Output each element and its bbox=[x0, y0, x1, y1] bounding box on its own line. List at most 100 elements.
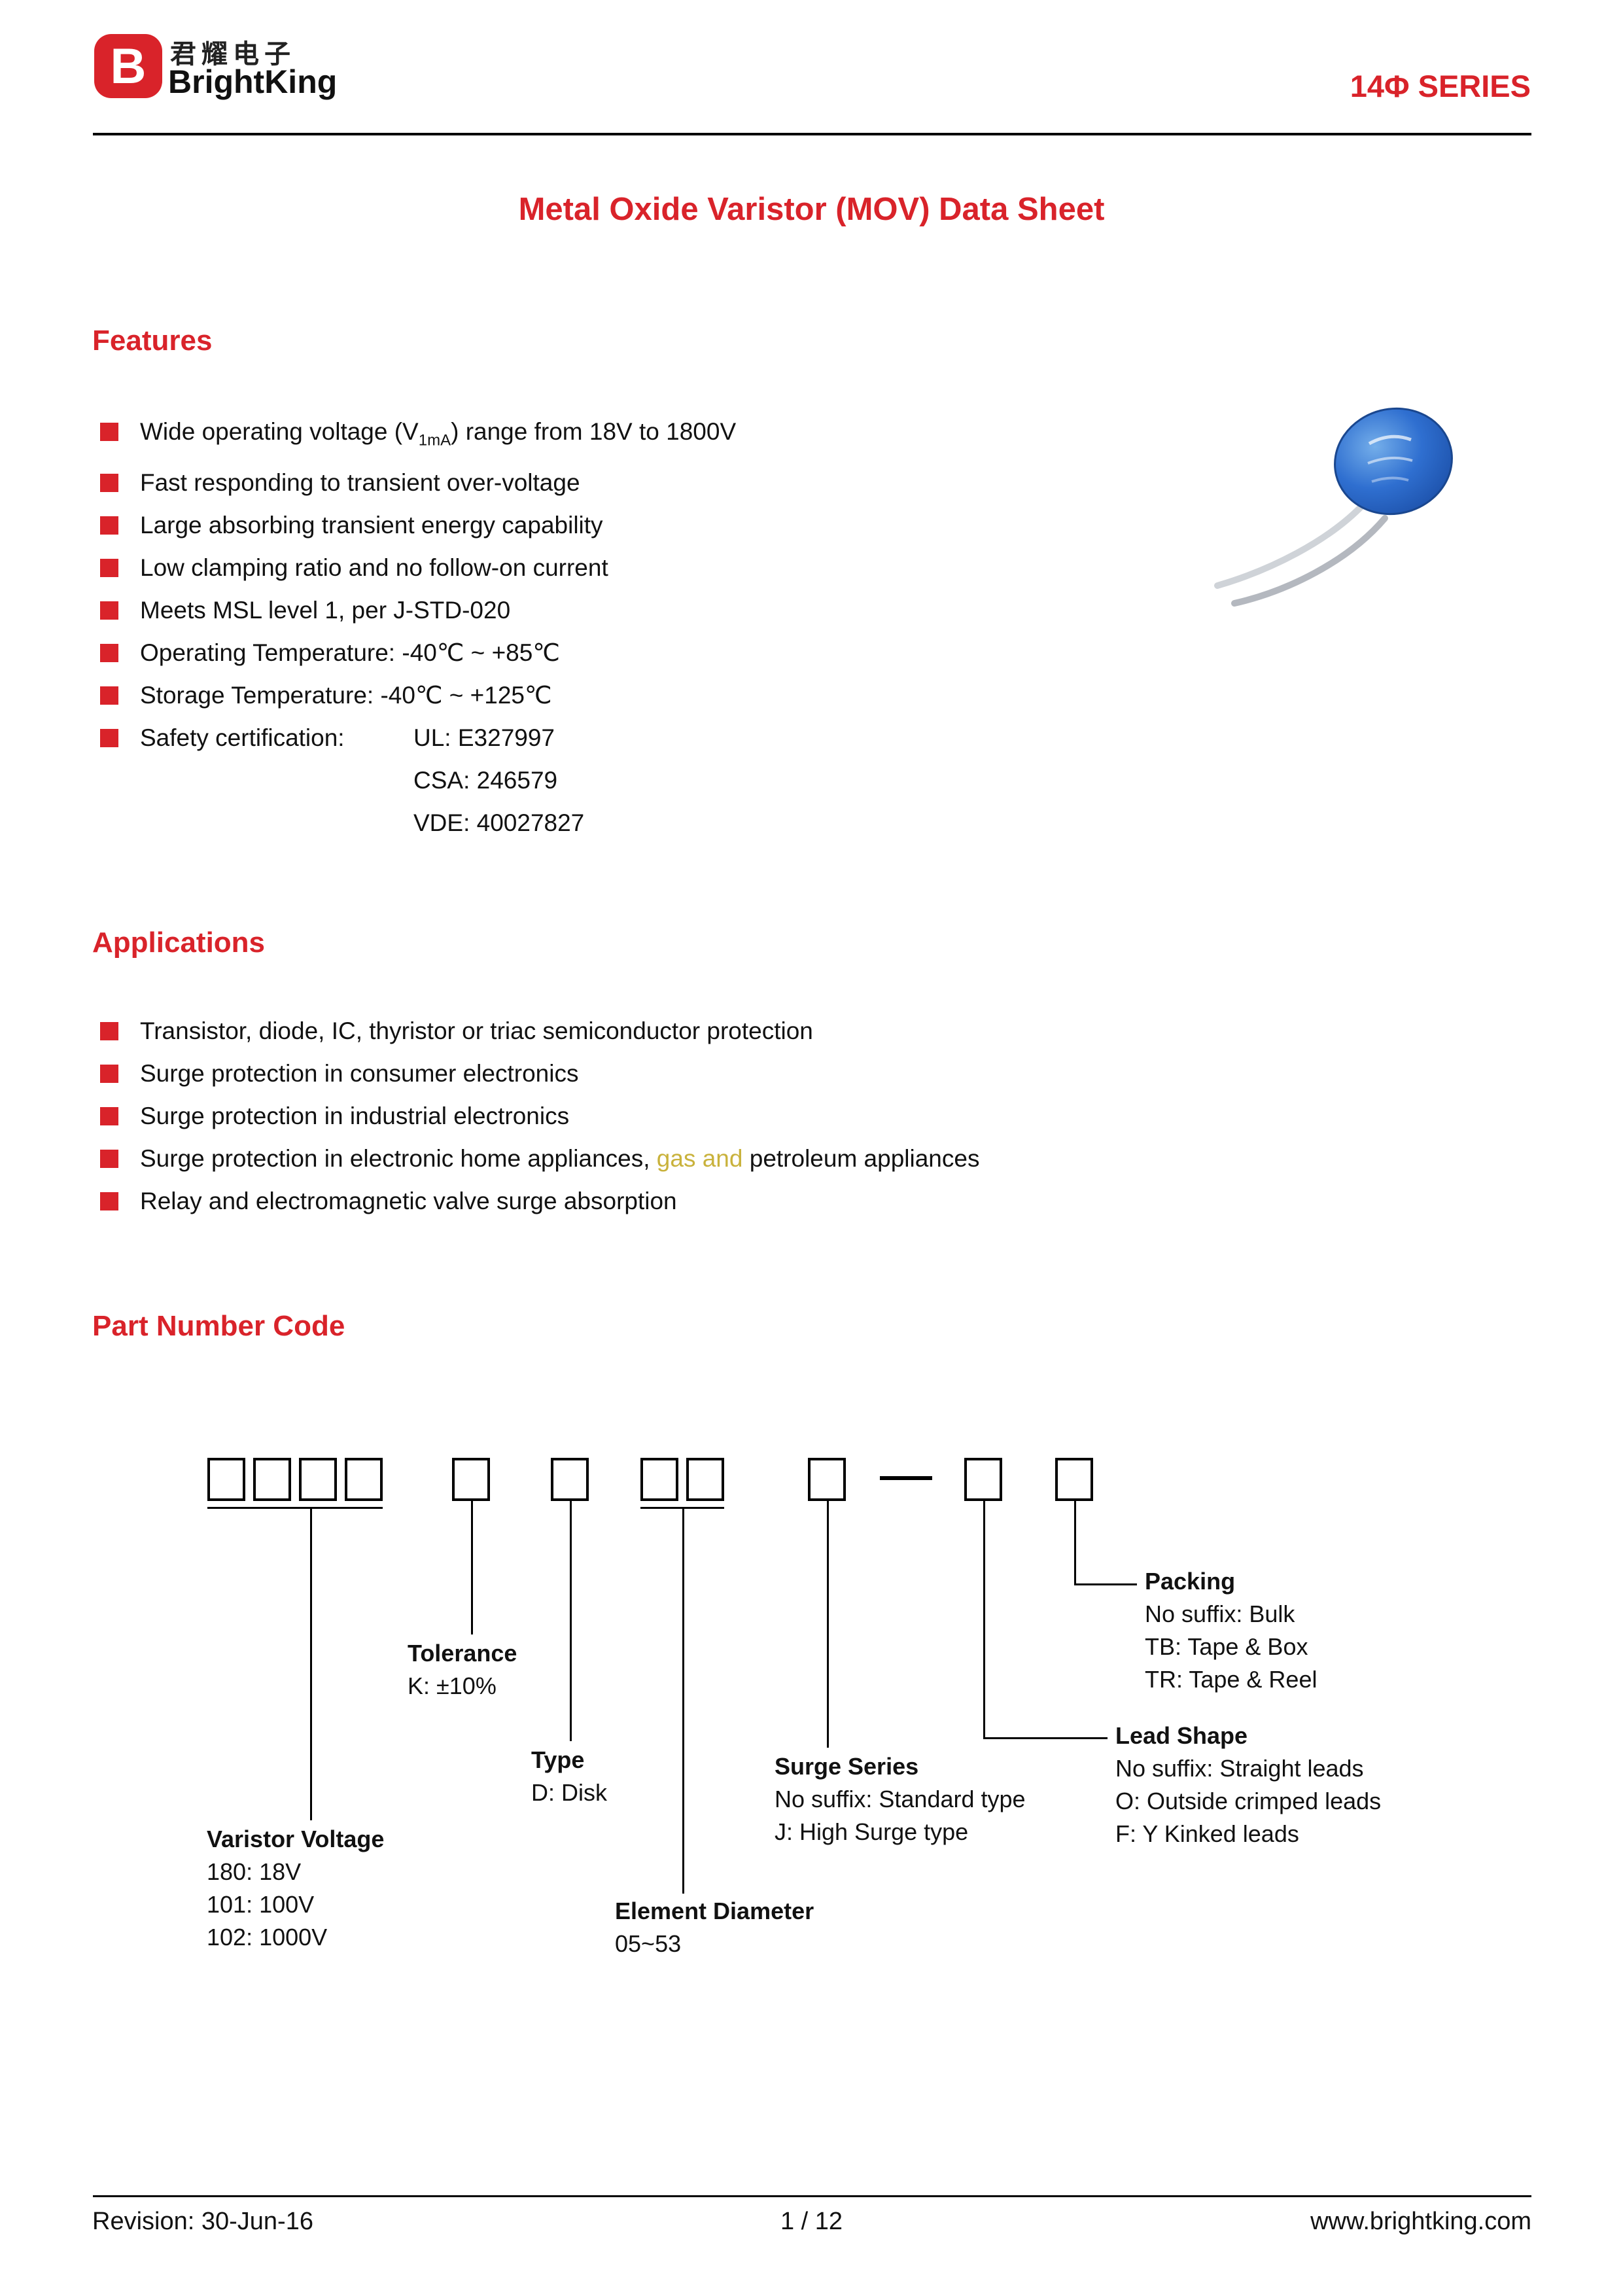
disc-marking bbox=[1367, 456, 1413, 465]
lead-shape-title: Lead Shape bbox=[1115, 1722, 1248, 1749]
lead-shape-option: No suffix: Straight leads bbox=[1115, 1755, 1364, 1782]
feature-text: Meets MSL level 1, per J-STD-020 bbox=[140, 597, 511, 624]
lead-wire bbox=[1214, 501, 1367, 589]
bullet-square-icon bbox=[100, 729, 118, 748]
bullet-square-icon bbox=[100, 1192, 118, 1210]
bullet-square-icon bbox=[100, 423, 118, 441]
application-item: Surge protection in consumer electronics bbox=[100, 1052, 979, 1095]
feature-item: Operating Temperature: -40℃ ~ +85℃ bbox=[100, 631, 736, 674]
safety-cert-list: UL: E327997 CSA: 246579 VDE: 40027827 bbox=[413, 716, 584, 844]
features-list: Wide operating voltage (V1mA) range from… bbox=[100, 410, 736, 844]
connector-line bbox=[207, 1507, 383, 1509]
packing-option: TR: Tape & Reel bbox=[1145, 1666, 1318, 1693]
varistor-voltage-option: 101: 100V bbox=[207, 1891, 315, 1918]
bullet-square-icon bbox=[100, 516, 118, 535]
bullet-square-icon bbox=[100, 474, 118, 493]
feature-text: Wide operating voltage (V1mA) range from… bbox=[140, 418, 737, 450]
surge-series-option: No suffix: Standard type bbox=[775, 1786, 1026, 1812]
lead-shape-option: F: Y Kinked leads bbox=[1115, 1820, 1299, 1847]
series-label: 14Φ SERIES bbox=[1350, 69, 1531, 103]
element-diameter-label: Element Diameter 05~53 bbox=[615, 1895, 814, 1960]
part-number-box bbox=[964, 1458, 1002, 1501]
feature-text: Low clamping ratio and no follow-on curr… bbox=[140, 554, 608, 582]
disc-marking bbox=[1371, 476, 1409, 483]
varistor-voltage-option: 102: 1000V bbox=[207, 1924, 328, 1951]
tolerance-option: K: ±10% bbox=[408, 1672, 497, 1699]
lead-shape-label: Lead Shape No suffix: Straight leads O: … bbox=[1115, 1720, 1381, 1850]
feature-text: Large absorbing transient energy capabil… bbox=[140, 512, 603, 539]
varistor-voltage-label: Varistor Voltage 180: 18V 101: 100V 102:… bbox=[207, 1823, 384, 1954]
part-number-box bbox=[253, 1458, 291, 1501]
logo-brand-text: BrightKing bbox=[168, 63, 338, 100]
applications-heading: Applications bbox=[92, 927, 266, 959]
website-label: www.brightking.com bbox=[1310, 2208, 1531, 2235]
tolerance-label: Tolerance K: ±10% bbox=[408, 1637, 517, 1703]
element-diameter-title: Element Diameter bbox=[615, 1898, 814, 1924]
feature-item: Meets MSL level 1, per J-STD-020 bbox=[100, 589, 736, 631]
feature-text: Fast responding to transient over-voltag… bbox=[140, 469, 580, 497]
connector-line bbox=[1074, 1501, 1076, 1585]
feature-item-safety: Safety certification: UL: E327997 CSA: 2… bbox=[100, 716, 736, 844]
page-number: 1 / 12 bbox=[780, 2208, 843, 2235]
safety-cert: UL: E327997 bbox=[413, 724, 555, 752]
part-number-box bbox=[207, 1458, 245, 1501]
varistor-product-image bbox=[1214, 407, 1453, 607]
part-number-box bbox=[551, 1458, 589, 1501]
applications-list: Transistor, diode, IC, thyristor or tria… bbox=[100, 1010, 979, 1222]
watermark-overlap-text: gas and bbox=[656, 1145, 743, 1172]
part-number-box bbox=[299, 1458, 337, 1501]
type-title: Type bbox=[531, 1746, 585, 1773]
varistor-voltage-option: 180: 18V bbox=[207, 1858, 302, 1885]
part-number-box bbox=[1055, 1458, 1093, 1501]
packing-title: Packing bbox=[1145, 1568, 1236, 1595]
application-text: Relay and electromagnetic valve surge ab… bbox=[140, 1188, 677, 1214]
feature-text: Storage Temperature: -40℃ ~ +125℃ bbox=[140, 682, 552, 709]
application-text: Transistor, diode, IC, thyristor or tria… bbox=[140, 1017, 813, 1044]
bullet-square-icon bbox=[100, 644, 118, 663]
type-label: Type D: Disk bbox=[531, 1744, 607, 1809]
part-number-box bbox=[345, 1458, 383, 1501]
part-number-dash bbox=[880, 1476, 932, 1480]
surge-series-label: Surge Series No suffix: Standard type J:… bbox=[775, 1750, 1026, 1848]
feature-item: Fast responding to transient over-voltag… bbox=[100, 461, 736, 504]
bullet-square-icon bbox=[100, 1065, 118, 1083]
bullet-square-icon bbox=[100, 1150, 118, 1168]
surge-series-title: Surge Series bbox=[775, 1753, 919, 1780]
application-item: Surge protection in industrial electroni… bbox=[100, 1095, 979, 1137]
varistor-disc bbox=[1334, 407, 1453, 516]
tolerance-title: Tolerance bbox=[408, 1640, 517, 1667]
safety-certification-label: Safety certification: bbox=[140, 724, 345, 752]
application-item: Transistor, diode, IC, thyristor or tria… bbox=[100, 1010, 979, 1052]
bullet-square-icon bbox=[100, 559, 118, 578]
feature-text: Operating Temperature: -40℃ ~ +85℃ bbox=[140, 639, 560, 667]
revision-label: Revision: 30-Jun-16 bbox=[92, 2208, 313, 2235]
connector-line bbox=[310, 1507, 312, 1820]
connector-line bbox=[1074, 1583, 1137, 1585]
disc-marking bbox=[1368, 434, 1412, 446]
brightking-logo-icon: B bbox=[94, 34, 162, 98]
lead-wire bbox=[1231, 515, 1388, 607]
bullet-square-icon bbox=[100, 1107, 118, 1125]
part-number-box bbox=[808, 1458, 846, 1501]
logo-chinese-text: 君耀电子 bbox=[170, 40, 296, 69]
part-number-box bbox=[452, 1458, 490, 1501]
connector-line bbox=[682, 1507, 684, 1894]
application-text: Surge protection in consumer electronics bbox=[140, 1060, 579, 1087]
bullet-square-icon bbox=[100, 1022, 118, 1040]
feature-item: Large absorbing transient energy capabil… bbox=[100, 504, 736, 546]
surge-series-option: J: High Surge type bbox=[775, 1818, 969, 1845]
bullet-square-icon bbox=[100, 686, 118, 705]
bullet-square-icon bbox=[100, 601, 118, 620]
varistor-voltage-title: Varistor Voltage bbox=[207, 1826, 385, 1852]
lead-shape-option: O: Outside crimped leads bbox=[1115, 1788, 1382, 1814]
packing-option: No suffix: Bulk bbox=[1145, 1600, 1295, 1627]
connector-line bbox=[827, 1501, 829, 1748]
header-divider bbox=[93, 133, 1531, 135]
feature-item: Storage Temperature: -40℃ ~ +125℃ bbox=[100, 674, 736, 716]
document-title: Metal Oxide Varistor (MOV) Data Sheet bbox=[518, 192, 1105, 227]
type-option: D: Disk bbox=[531, 1779, 607, 1806]
packing-label: Packing No suffix: Bulk TB: Tape & Box T… bbox=[1145, 1565, 1317, 1696]
part-number-heading: Part Number Code bbox=[92, 1310, 345, 1342]
application-text: Surge protection in industrial electroni… bbox=[140, 1103, 570, 1129]
